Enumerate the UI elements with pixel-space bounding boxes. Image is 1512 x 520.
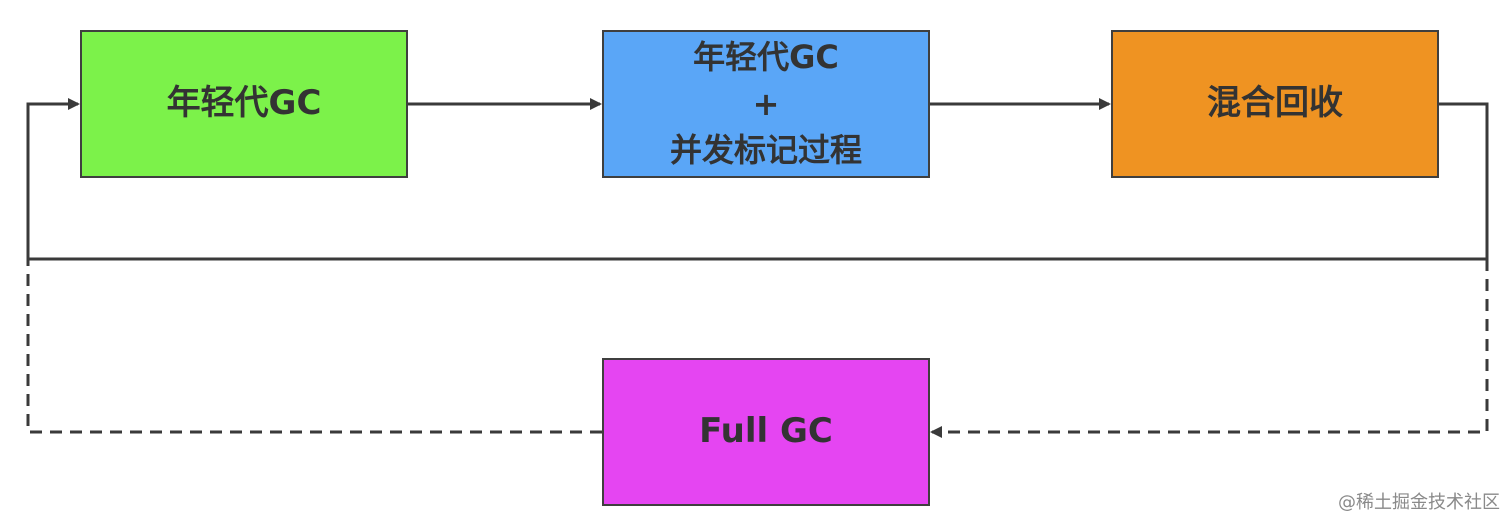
node-young-gc-concurrent-line3: 并发标记过程 <box>669 131 862 170</box>
node-mixed-collection: 混合回收 <box>1111 30 1439 178</box>
watermark: @稀土掘金技术社区 <box>1338 492 1500 513</box>
node-young-gc-concurrent-plus: + <box>752 84 780 123</box>
node-full-gc: Full GC <box>602 358 930 506</box>
edge-dashed-full-gc-to-loop <box>26 259 602 434</box>
node-young-gc: 年轻代GC <box>80 30 408 178</box>
node-young-gc-concurrent-mark: 年轻代GC + 并发标记过程 <box>602 30 930 178</box>
node-young-gc-concurrent-line1: 年轻代GC <box>693 38 839 77</box>
node-full-gc-label: Full GC <box>699 411 833 452</box>
edge-dashed-to-full-gc <box>930 259 1489 438</box>
node-young-gc-label: 年轻代GC <box>166 83 322 124</box>
node-mixed-collection-label: 混合回收 <box>1207 83 1343 124</box>
edge-mixed-loop-to-young <box>26 98 1489 261</box>
